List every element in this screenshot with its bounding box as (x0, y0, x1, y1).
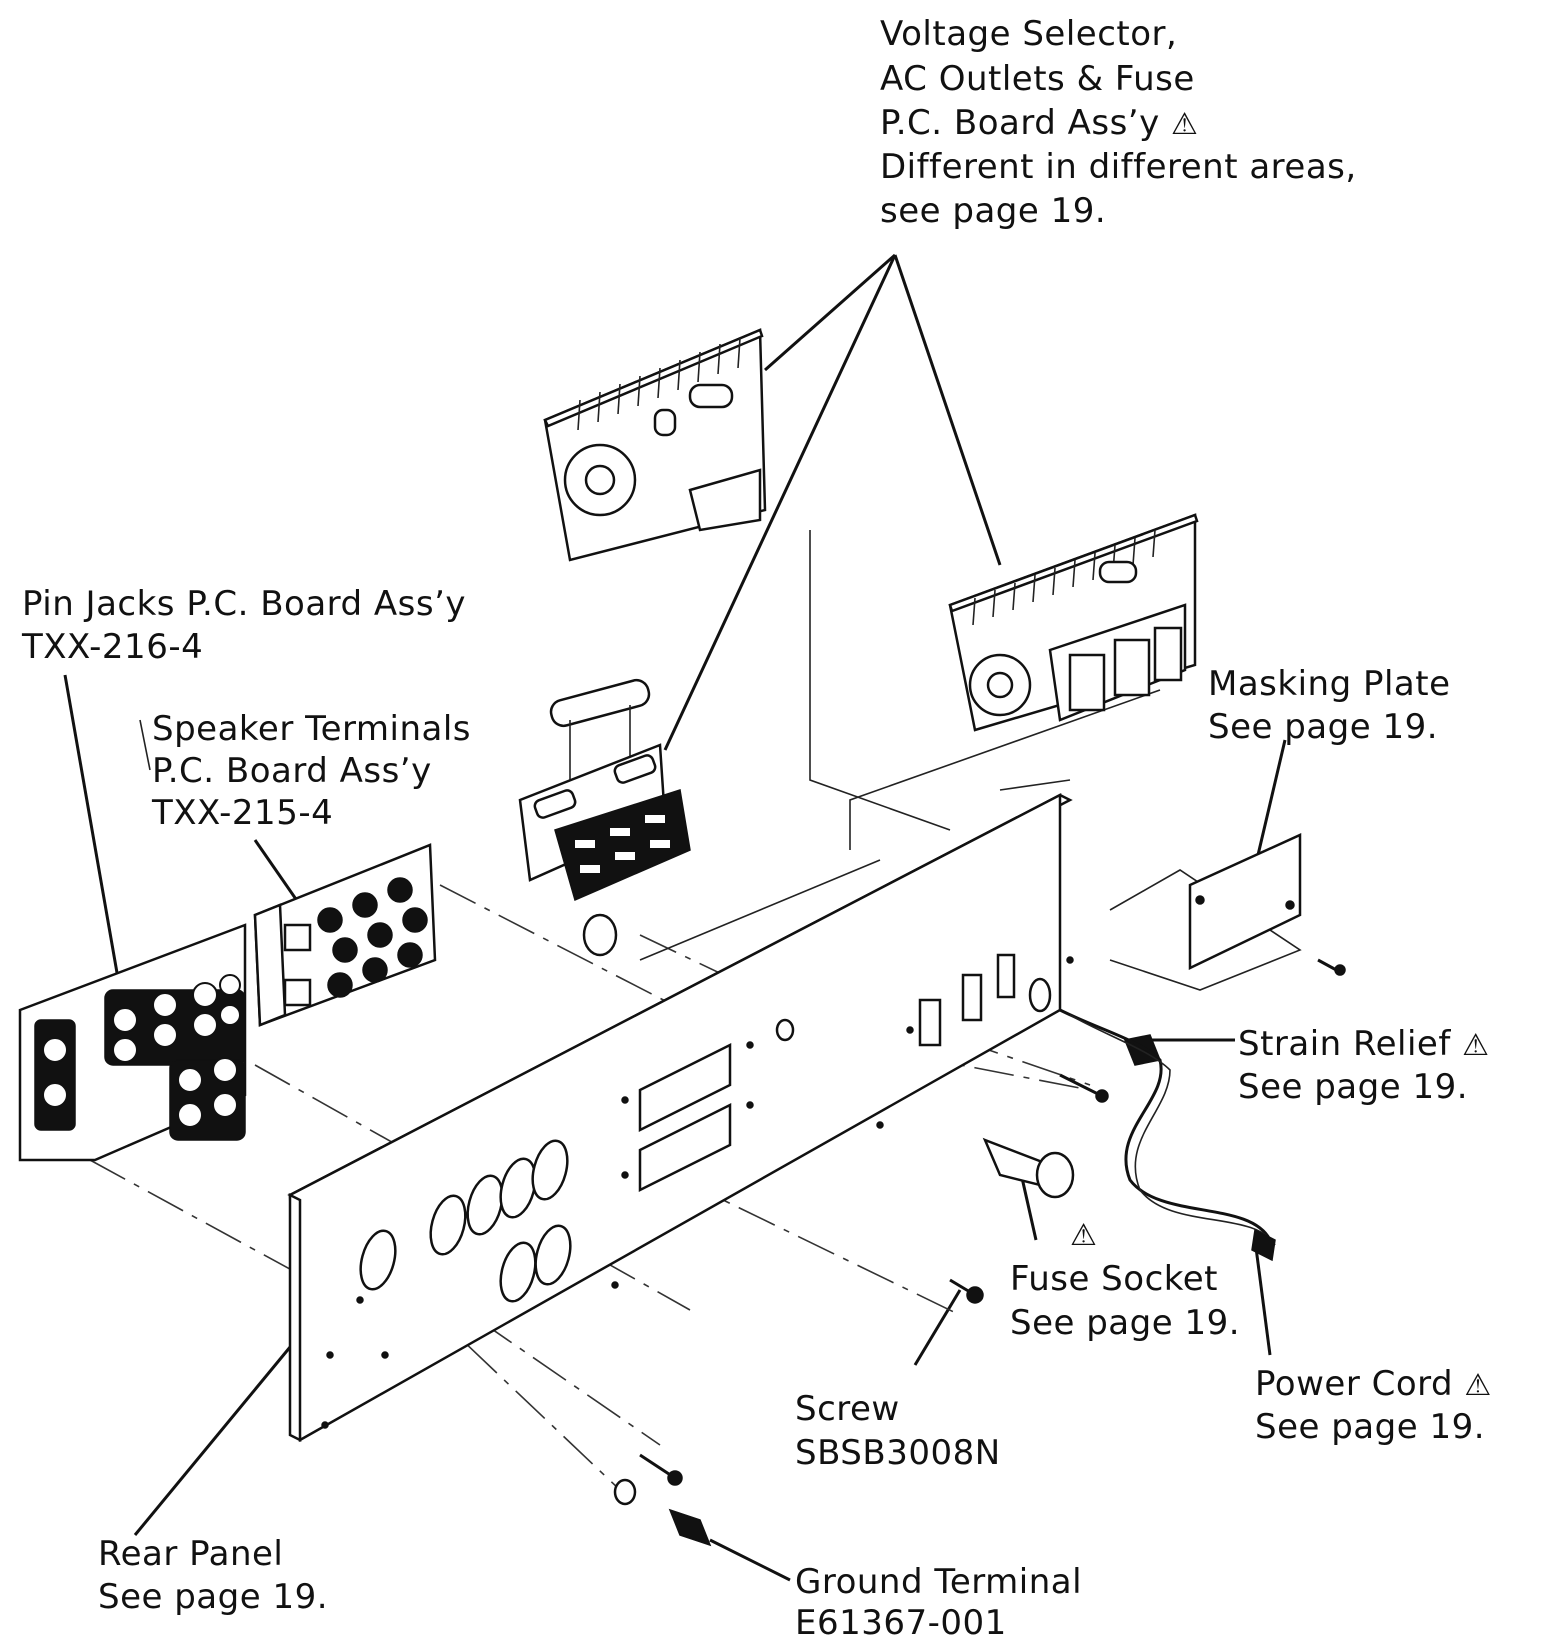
label-text: Voltage Selector, (880, 14, 1177, 54)
label-text: Masking Plate (1208, 664, 1451, 704)
label-text: Rear Panel (98, 1534, 283, 1574)
svg-text:P.C. Board Ass’y: P.C. Board Ass’y (152, 751, 432, 791)
label-text: SBSB3008N (795, 1433, 1001, 1473)
label-text: See page 19. (98, 1577, 328, 1617)
svg-text:SBSB3008N: SBSB3008N (795, 1433, 1001, 1473)
label-text: Power Cord (1255, 1364, 1453, 1404)
svg-text:Voltage Selector,: Voltage Selector, (880, 14, 1177, 54)
label-text: See page 19. (1010, 1303, 1240, 1343)
svg-text:See page 19.: See page 19. (1010, 1303, 1240, 1343)
svg-text:See page 19.: See page 19. (1238, 1067, 1468, 1107)
label-text: AC Outlets & Fuse (880, 59, 1195, 99)
label-text: Fuse Socket (1010, 1259, 1218, 1299)
svg-text:AC Outlets & Fuse: AC Outlets & Fuse (880, 59, 1195, 99)
pin-jacks-board (18, 923, 247, 1162)
warning-icon: ⚠ (1464, 1368, 1491, 1403)
rear-panel (287, 792, 1074, 1443)
label-text: See page 19. (1255, 1407, 1485, 1447)
svg-text:E61367-001: E61367-001 (795, 1603, 1007, 1641)
svg-text:Ground Terminal: Ground Terminal (795, 1562, 1082, 1602)
svg-text:Masking Plate: Masking Plate (1208, 664, 1451, 704)
label-text: Pin Jacks P.C. Board Ass’y (22, 584, 466, 624)
speaker-terminals-board (253, 843, 437, 1027)
label-text: See page 19. (1238, 1067, 1468, 1107)
svg-text:Power Cord ⚠: Power Cord ⚠ (1255, 1364, 1492, 1404)
svg-text:Pin Jacks P.C. Board Ass’y: Pin Jacks P.C. Board Ass’y (22, 584, 466, 624)
masking-plate (1188, 833, 1346, 976)
label-text: Different in different areas, (880, 147, 1357, 187)
label-text: TXX-216-4 (21, 627, 203, 667)
label-fuse-socket: ⚠ Fuse Socket See page 19. (1010, 1218, 1240, 1343)
svg-text:Strain Relief ⚠: Strain Relief ⚠ (1238, 1024, 1490, 1064)
svg-text:Rear Panel: Rear Panel (98, 1534, 283, 1574)
warning-icon: ⚠ (1462, 1028, 1489, 1063)
svg-text:P.C. Board Ass’y ⚠: P.C. Board Ass’y ⚠ (880, 103, 1198, 143)
label-text: see page 19. (880, 191, 1106, 231)
voltage-selector-board-top (543, 328, 767, 562)
svg-text:See page 19.: See page 19. (1255, 1407, 1485, 1447)
svg-text:see page 19.: see page 19. (880, 191, 1106, 231)
warning-icon: ⚠ (1070, 1218, 1097, 1253)
svg-text:Fuse Socket: Fuse Socket (1010, 1259, 1218, 1299)
small-parts (582, 913, 1276, 1547)
warning-icon: ⚠ (1171, 107, 1198, 142)
svg-text:See page 19.: See page 19. (1208, 707, 1438, 747)
label-pin-jacks: Pin Jacks P.C. Board Ass’y TXX-216-4 (21, 584, 466, 667)
svg-text:Different in different areas,: Different in different areas, (880, 147, 1357, 187)
label-text: Speaker Terminals (152, 709, 471, 749)
svg-text:TXX-215-4: TXX-215-4 (151, 793, 333, 833)
label-speaker-terminals: Speaker Terminals P.C. Board Ass’y TXX-2… (151, 709, 471, 833)
voltage-selector-board-side (948, 513, 1199, 732)
label-text: P.C. Board Ass’y (880, 103, 1160, 143)
label-strain-relief: Strain Relief ⚠ See page 19. (1238, 1024, 1490, 1107)
label-text: Strain Relief (1238, 1024, 1451, 1064)
label-text: E61367-001 (795, 1603, 1007, 1641)
svg-text:Screw: Screw (795, 1389, 900, 1429)
label-text: Screw (795, 1389, 900, 1429)
svg-text:Speaker Terminals: Speaker Terminals (152, 709, 471, 749)
svg-text:See page 19.: See page 19. (98, 1577, 328, 1617)
fuse-board (518, 678, 691, 902)
label-screw: Screw SBSB3008N (795, 1389, 1001, 1473)
label-text: P.C. Board Ass’y (152, 751, 432, 791)
label-text: Ground Terminal (795, 1562, 1082, 1602)
leader-lines (63, 253, 1287, 1582)
label-voltage-selector: Voltage Selector, AC Outlets & Fuse P.C.… (880, 14, 1357, 231)
svg-text:TXX-216-4: TXX-216-4 (21, 627, 203, 667)
label-text: TXX-215-4 (151, 793, 333, 833)
label-rear-panel: Rear Panel See page 19. (98, 1534, 328, 1617)
label-ground-terminal: Ground Terminal E61367-001 (795, 1562, 1082, 1641)
label-text: See page 19. (1208, 707, 1438, 747)
label-masking-plate: Masking Plate See page 19. (1208, 664, 1451, 747)
label-power-cord: Power Cord ⚠ See page 19. (1255, 1364, 1492, 1447)
